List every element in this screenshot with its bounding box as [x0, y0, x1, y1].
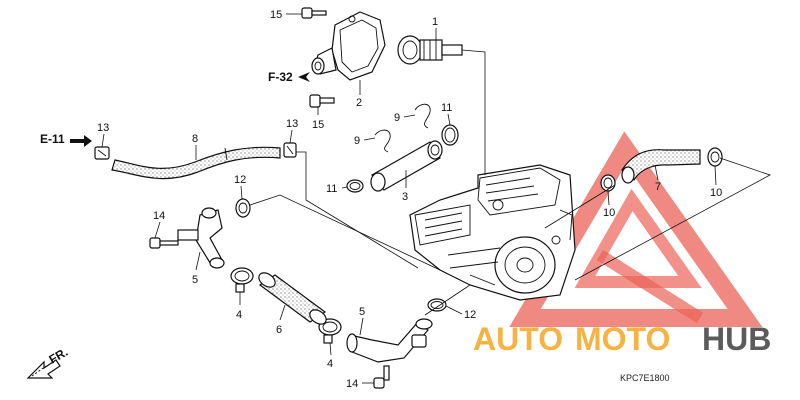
callout-numbers: 15 1 2 15 9 11 9 13 8 13 3 11 12 14 5 4 …	[97, 9, 722, 390]
diagram-code: KPC7E1800	[620, 373, 670, 383]
callout-4-lower: 4	[327, 358, 333, 370]
hose-8	[111, 146, 281, 180]
reference-label-e11: E-11	[40, 132, 65, 146]
callout-10-right: 10	[710, 187, 722, 199]
callout-15-mid: 15	[312, 119, 324, 131]
clamp-4-upper	[230, 267, 254, 293]
callout-4-upper: 4	[236, 309, 242, 321]
clip-9-lower	[374, 129, 391, 153]
arrow-right-icon	[70, 135, 92, 147]
thermostat	[397, 35, 463, 65]
callout-13-right: 13	[286, 118, 298, 130]
bolt-14-bottom	[373, 365, 390, 389]
arrow-right-icon	[298, 72, 310, 82]
water-pipe-3	[370, 140, 443, 192]
front-direction-indicator: FR.	[26, 345, 70, 379]
hose-6	[258, 272, 327, 325]
callout-5-upper: 5	[192, 274, 198, 286]
callout-11-upper: 11	[441, 102, 452, 114]
watermark-hub: HUB	[702, 321, 771, 357]
callout-14-left: 14	[153, 210, 165, 222]
clamp-10-right	[707, 147, 723, 167]
reference-f32: F-32	[268, 70, 310, 84]
clamp-13-right	[283, 142, 297, 158]
callout-6: 6	[276, 324, 282, 336]
bolt-14-left	[149, 237, 179, 249]
water-pipe-5-lower	[346, 318, 433, 363]
bolt-15-top	[301, 7, 327, 19]
engine-block	[409, 164, 576, 301]
elbow-joint-5-upper	[177, 207, 225, 269]
callout-10-left: 10	[603, 207, 615, 219]
reference-e11: E-11	[40, 132, 92, 147]
callout-12-lower: 12	[464, 309, 476, 321]
callout-3: 3	[402, 191, 408, 203]
callout-7: 7	[655, 181, 661, 193]
callout-15-top: 15	[270, 9, 282, 21]
reference-label-f32: F-32	[268, 70, 293, 84]
bolt-15-mid	[309, 94, 335, 108]
clip-9-upper	[414, 103, 431, 129]
callout-11-lower: 11	[326, 183, 337, 195]
watermark-triangle-outer	[509, 131, 763, 327]
watermark-moto: MOTO	[575, 321, 670, 357]
oring-12-upper	[235, 198, 251, 218]
callout-12-upper: 12	[234, 174, 246, 186]
watermark-logo	[509, 131, 763, 327]
callout-14-bottom: 14	[346, 378, 358, 390]
watermark-auto: AUTO	[473, 321, 563, 357]
oring-11-lower	[346, 179, 364, 193]
callout-9-upper: 9	[394, 112, 400, 124]
callout-9-lower: 9	[354, 135, 360, 147]
clamp-10-left	[600, 174, 616, 192]
callout-1: 1	[432, 16, 438, 28]
callout-2: 2	[356, 97, 362, 109]
callout-13-left: 13	[97, 122, 109, 134]
oring-11-upper	[441, 124, 459, 146]
callout-8: 8	[192, 133, 198, 145]
watermark-text: AUTO MOTO HUB	[473, 321, 771, 357]
oring-12-lower	[427, 298, 447, 312]
thermostat-cover	[311, 11, 386, 81]
leader-lines	[101, 13, 771, 384]
callout-5-lower: 5	[359, 306, 365, 318]
hose-7	[621, 149, 701, 184]
clamp-13-left	[94, 146, 110, 160]
